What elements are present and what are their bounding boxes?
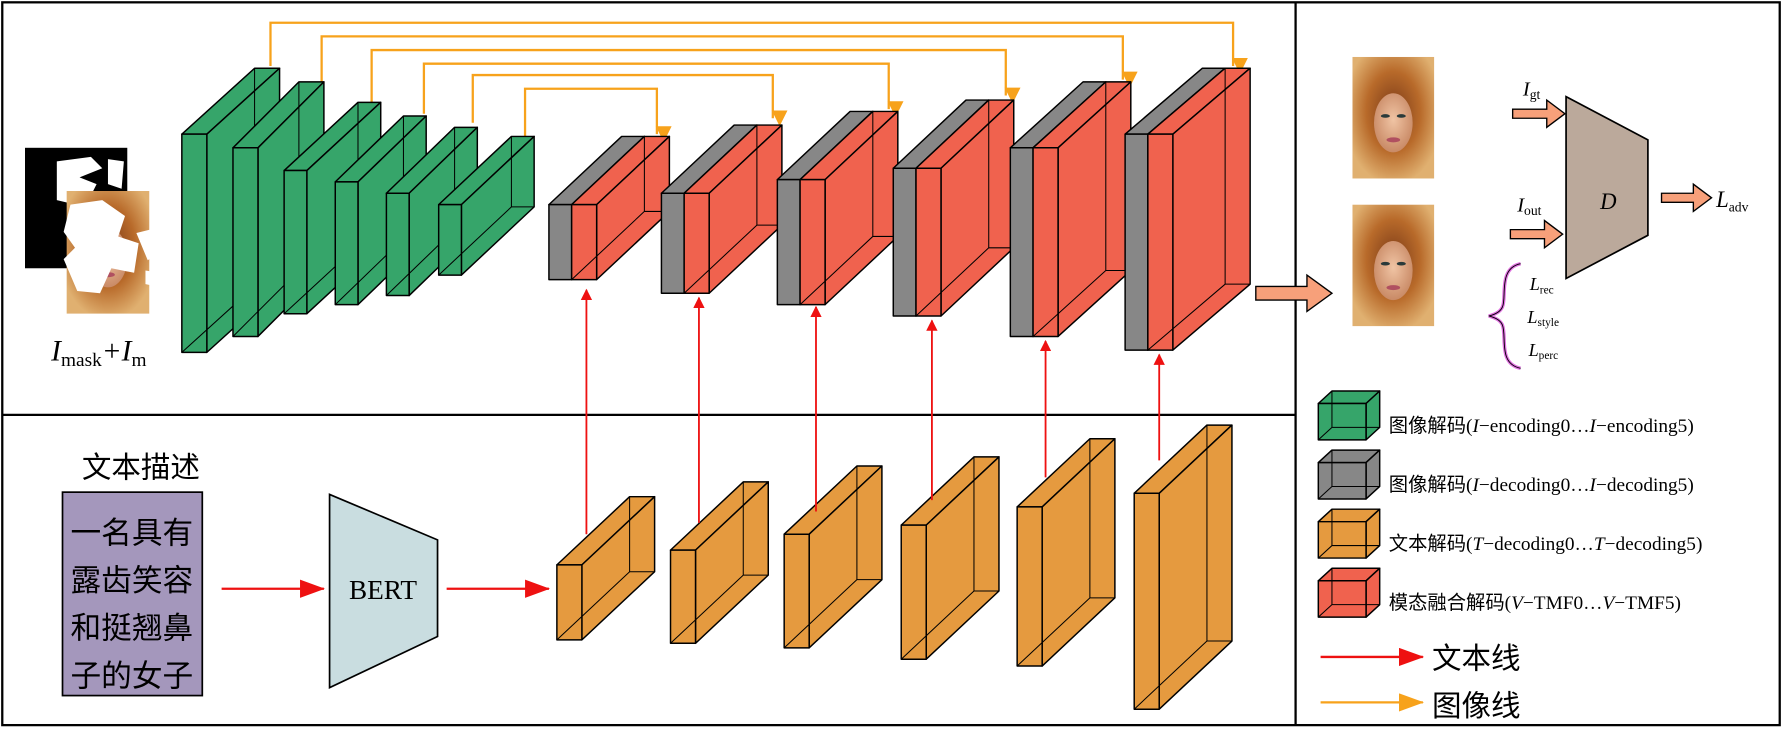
loss-perc: Lperc xyxy=(1528,340,1559,362)
fusion-slab-3 xyxy=(915,99,1015,317)
skip-connection-0 xyxy=(269,21,1248,74)
fusion-decoder-block-1 xyxy=(660,124,783,295)
text-decoder-block-1 xyxy=(669,481,769,645)
legend-cube-3 xyxy=(1317,567,1381,618)
input-label: Imask+Im xyxy=(50,335,146,371)
bert-label: BERT xyxy=(349,575,417,605)
legend-label-0: 图像解码(I−encoding0…I−encoding5) xyxy=(1389,414,1694,437)
text-decoder-block-3 xyxy=(900,456,1000,660)
skip-connection-1 xyxy=(320,35,1138,88)
image-encoder-blocks xyxy=(181,67,535,354)
loss-style: Lstyle xyxy=(1526,307,1559,329)
description-line-2: 露齿笑容 xyxy=(70,564,193,599)
fusion-slab-1 xyxy=(683,124,783,295)
text-decoder-block-0 xyxy=(556,495,656,641)
igt-label: Igt xyxy=(1522,79,1541,102)
discriminator-label: D xyxy=(1599,189,1617,214)
fusion-slab-4 xyxy=(1032,81,1132,338)
output-face-image xyxy=(1352,204,1435,327)
legend-cube-1 xyxy=(1317,449,1381,500)
image-encoder-block-4 xyxy=(385,126,479,297)
legend-text-line-label: 文本线 xyxy=(1432,641,1521,675)
ground-truth-face-image xyxy=(1352,56,1435,179)
skip-connection-5 xyxy=(523,87,672,143)
legend-label-2: 文本解码(T−decoding0…T−decoding5) xyxy=(1389,532,1703,555)
legend-image-line-label: 图像线 xyxy=(1432,689,1521,723)
adv-loss-label: Ladv xyxy=(1715,187,1749,215)
description-line-4: 子的女子 xyxy=(70,659,193,694)
legend: 图像解码(I−encoding0…I−encoding5) 图像解码(I−deco… xyxy=(1317,390,1703,618)
fusion-decoder-block-3 xyxy=(892,99,1015,317)
fusion-decoder-blocks xyxy=(548,67,1251,351)
loss-rec: Lrec xyxy=(1529,274,1554,296)
image-encoder-block-5 xyxy=(437,135,535,276)
fusion-decoder-block-5 xyxy=(1124,67,1251,351)
masked-face-image xyxy=(63,190,162,314)
skip-connection-2 xyxy=(370,48,1021,104)
text-decoder-block-2 xyxy=(783,465,883,649)
fusion-decoder-block-0 xyxy=(548,135,671,281)
text-description-box xyxy=(61,491,204,697)
discriminator xyxy=(1565,95,1649,280)
description-line-1: 一名具有 xyxy=(70,516,193,551)
description-line-3: 和挺翘鼻 xyxy=(70,612,193,647)
image-skip-connections xyxy=(269,21,1248,143)
text-feature-arrows xyxy=(580,288,1165,535)
bert-encoder xyxy=(328,493,439,689)
iout-label: Iout xyxy=(1516,194,1541,217)
fusion-decoder-block-2 xyxy=(776,110,899,306)
adv-arrow xyxy=(1660,182,1713,213)
fusion-decoder-block-4 xyxy=(1009,81,1132,338)
output-arrow xyxy=(1255,273,1334,313)
iout-arrow xyxy=(1509,219,1564,250)
fusion-slab-5 xyxy=(1147,67,1251,351)
legend-label-1: 图像解码(I−decoding0…I−decoding5) xyxy=(1389,473,1694,496)
igt-arrow xyxy=(1511,98,1567,129)
text-decoder-blocks xyxy=(556,424,1233,710)
text-decoder-block-5 xyxy=(1133,424,1233,710)
text-decoder-block-4 xyxy=(1016,437,1116,667)
masked-input-images: Imask+Im xyxy=(25,147,162,371)
fusion-slab-2 xyxy=(799,110,899,306)
skip-connection-3 xyxy=(422,62,904,118)
loss-brace xyxy=(1488,262,1522,370)
fusion-slab-0 xyxy=(570,135,671,281)
skip-connection-4 xyxy=(471,73,788,127)
text-description-title: 文本描述 xyxy=(82,450,200,484)
legend-cube-0 xyxy=(1317,390,1381,441)
legend-cube-2 xyxy=(1317,508,1381,559)
legend-label-3: 模态融合解码(V−TMF0…V−TMF5) xyxy=(1389,591,1681,614)
